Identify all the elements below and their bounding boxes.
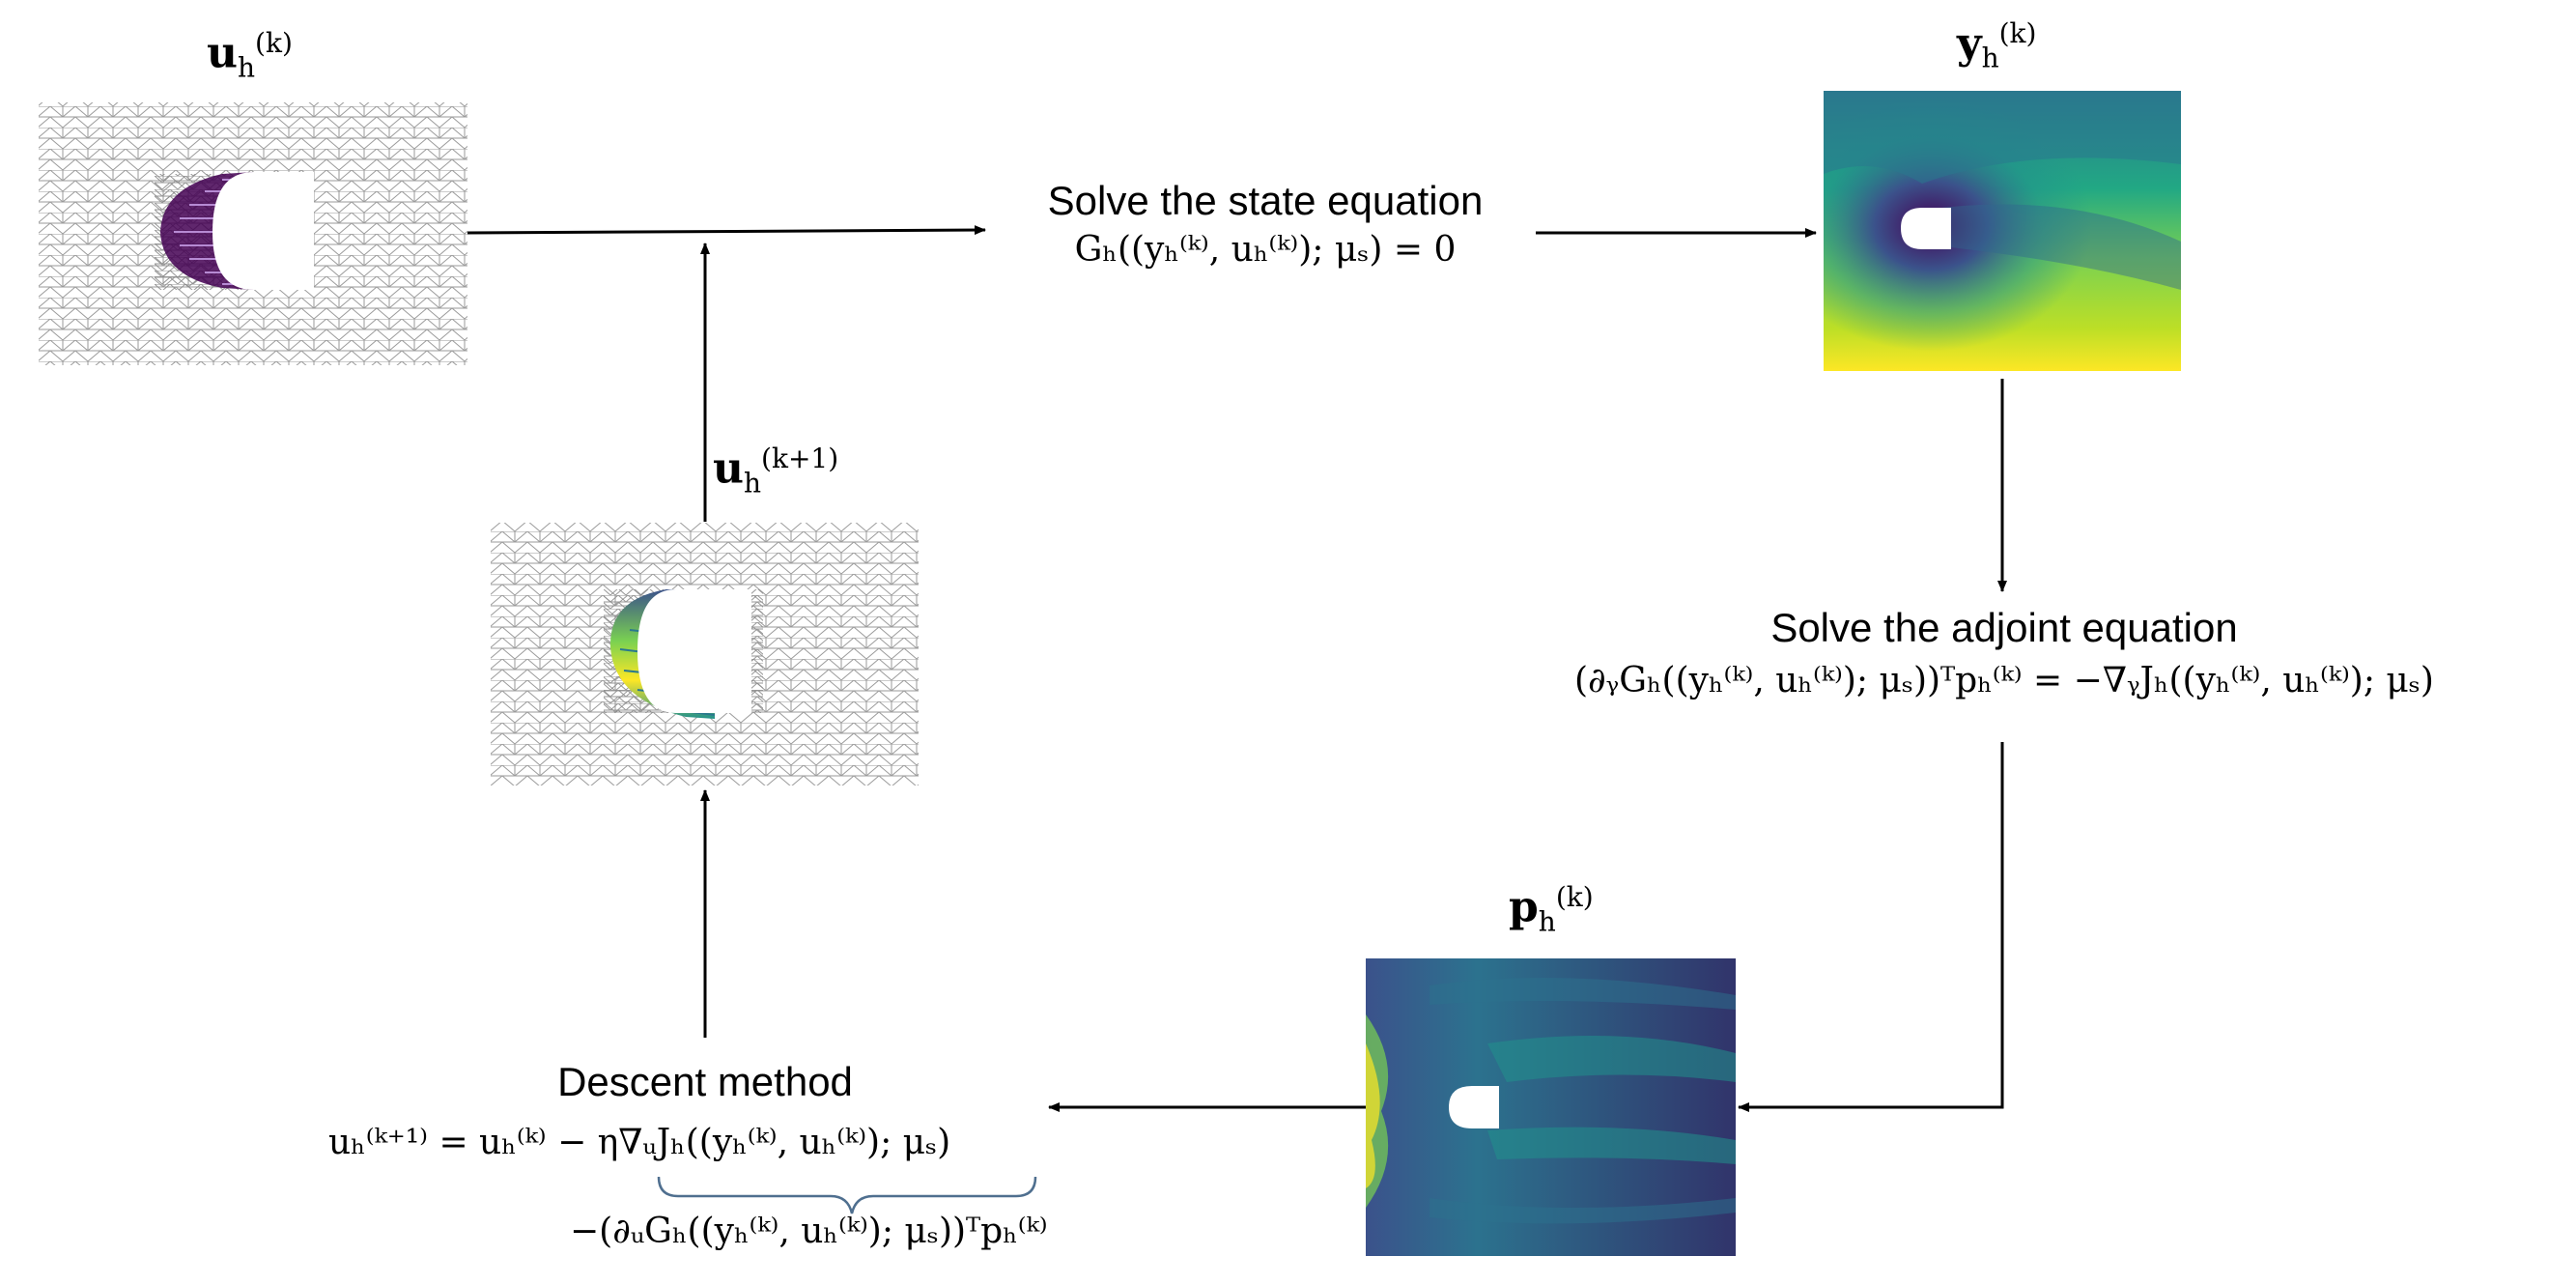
adjoint-step: Solve the adjoint equation (∂ᵧGₕ((yₕ⁽ᵏ⁾,… (1487, 605, 2521, 700)
control-k-label: uh(k) (207, 27, 293, 84)
obstacle-shape-state (1901, 208, 1951, 249)
adjoint-equation: (∂ᵧGₕ((yₕ⁽ᵏ⁾, uₕ⁽ᵏ⁾); μₛ))ᵀpₕ⁽ᵏ⁾ = −∇ᵧJₕ… (1574, 661, 2434, 700)
adjoint-label: ph(k) (1509, 881, 1594, 938)
descent-step-title: Descent method (557, 1059, 853, 1104)
state-equation: Gₕ((yₕ⁽ᵏ⁾, uₕ⁽ᵏ⁾); μₛ) = 0 (1074, 230, 1457, 270)
state-label: yh(k) (1957, 17, 2037, 74)
obstacle-shape (212, 172, 314, 290)
adjoint-field-image (1366, 958, 1736, 1256)
state-field-image (1824, 91, 2181, 371)
arrow-control-to-state (467, 225, 986, 236)
flow-arrows (467, 225, 2007, 1112)
gradient-expansion: −(∂ᵤGₕ((yₕ⁽ᵏ⁾, uₕ⁽ᵏ⁾); μₛ))ᵀpₕ⁽ᵏ⁾ (570, 1212, 1048, 1251)
state-step-title: Solve the state equation (1047, 178, 1484, 223)
control-k1-label: uh(k+1) (713, 443, 839, 500)
obstacle-shape-k1 (637, 589, 751, 713)
gradient-underbrace (657, 1176, 1037, 1214)
control-k-image (39, 102, 467, 365)
adjoint-step-title: Solve the adjoint equation (1770, 605, 2238, 650)
arrow-adjoint-solve-to-adjoint-image (1738, 742, 2004, 1112)
state-step: Solve the state equation Gₕ((yₕ⁽ᵏ⁾, uₕ⁽ᵏ… (995, 178, 1536, 270)
control-k1-image (491, 523, 919, 785)
descent-equation: uₕ⁽ᵏ⁺¹⁾ = uₕ⁽ᵏ⁾ − η∇ᵤJₕ((yₕ⁽ᵏ⁾, uₕ⁽ᵏ⁾); … (328, 1123, 951, 1162)
obstacle-shape-adjoint (1449, 1086, 1499, 1128)
